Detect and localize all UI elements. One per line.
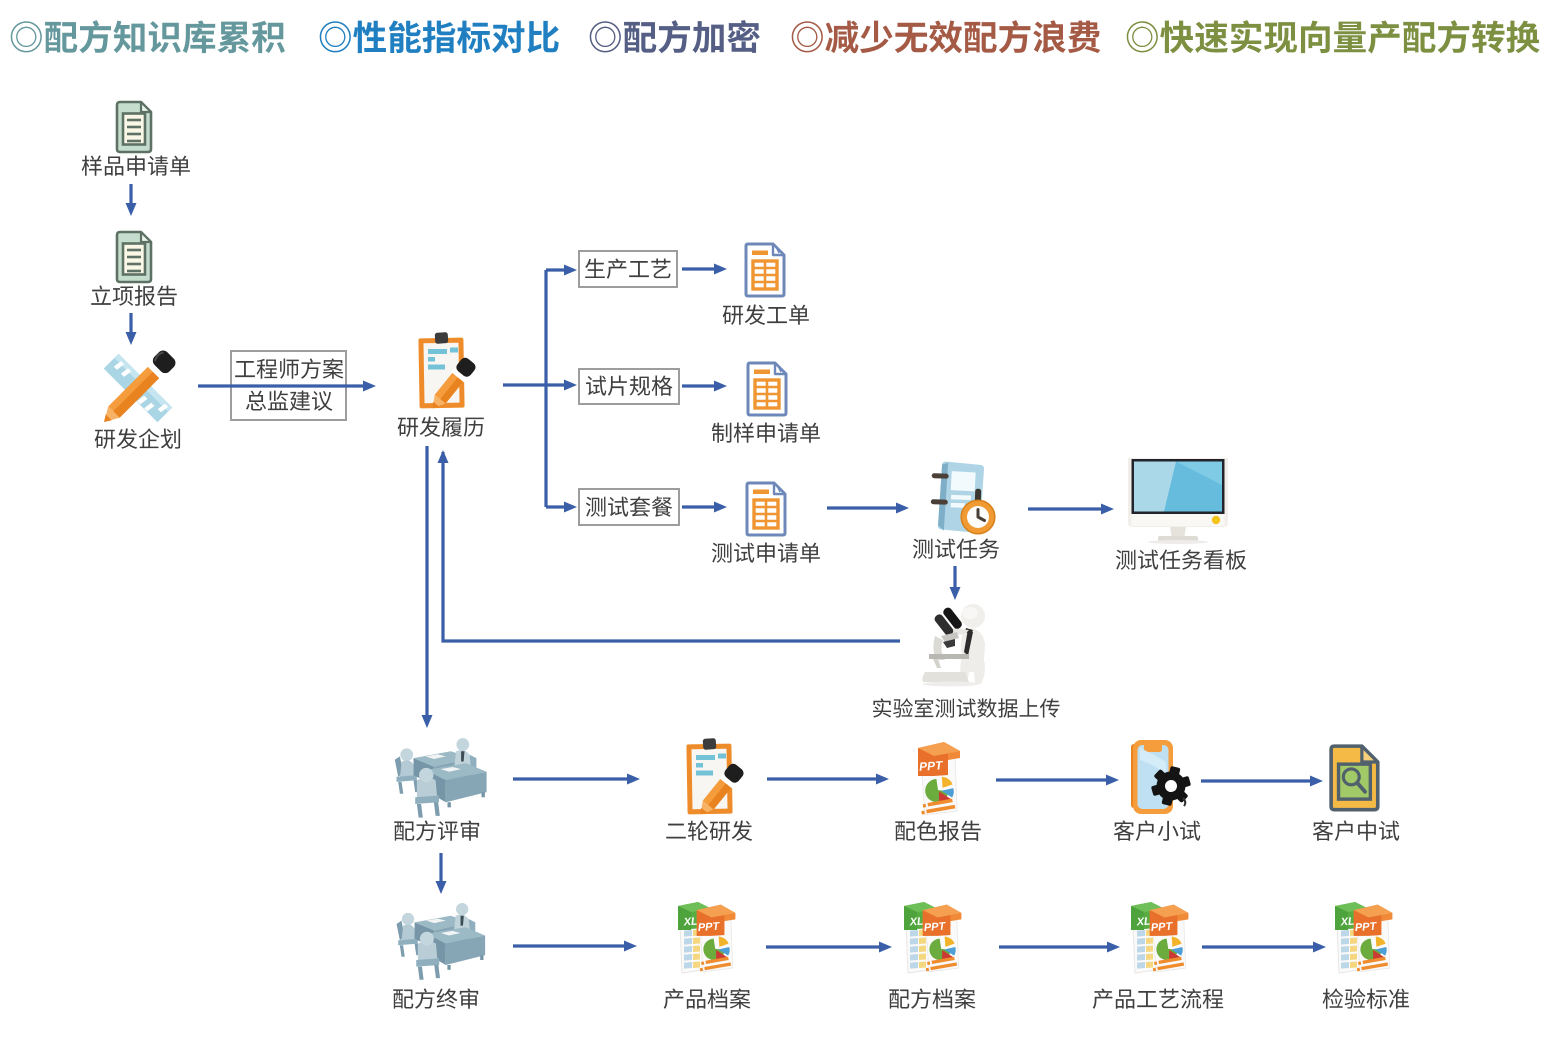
svg-text:PPT: PPT [923,921,946,935]
svg-text:XL: XL [908,916,924,929]
svg-text:XL: XL [1339,916,1355,929]
svg-text:PPT: PPT [697,921,720,935]
svg-text:XL: XL [1135,916,1151,929]
svg-text:PPT: PPT [919,758,945,774]
svg-text:XL: XL [682,916,698,929]
svg-text:PPT: PPT [1150,921,1173,935]
svg-text:PPT: PPT [1354,921,1377,935]
